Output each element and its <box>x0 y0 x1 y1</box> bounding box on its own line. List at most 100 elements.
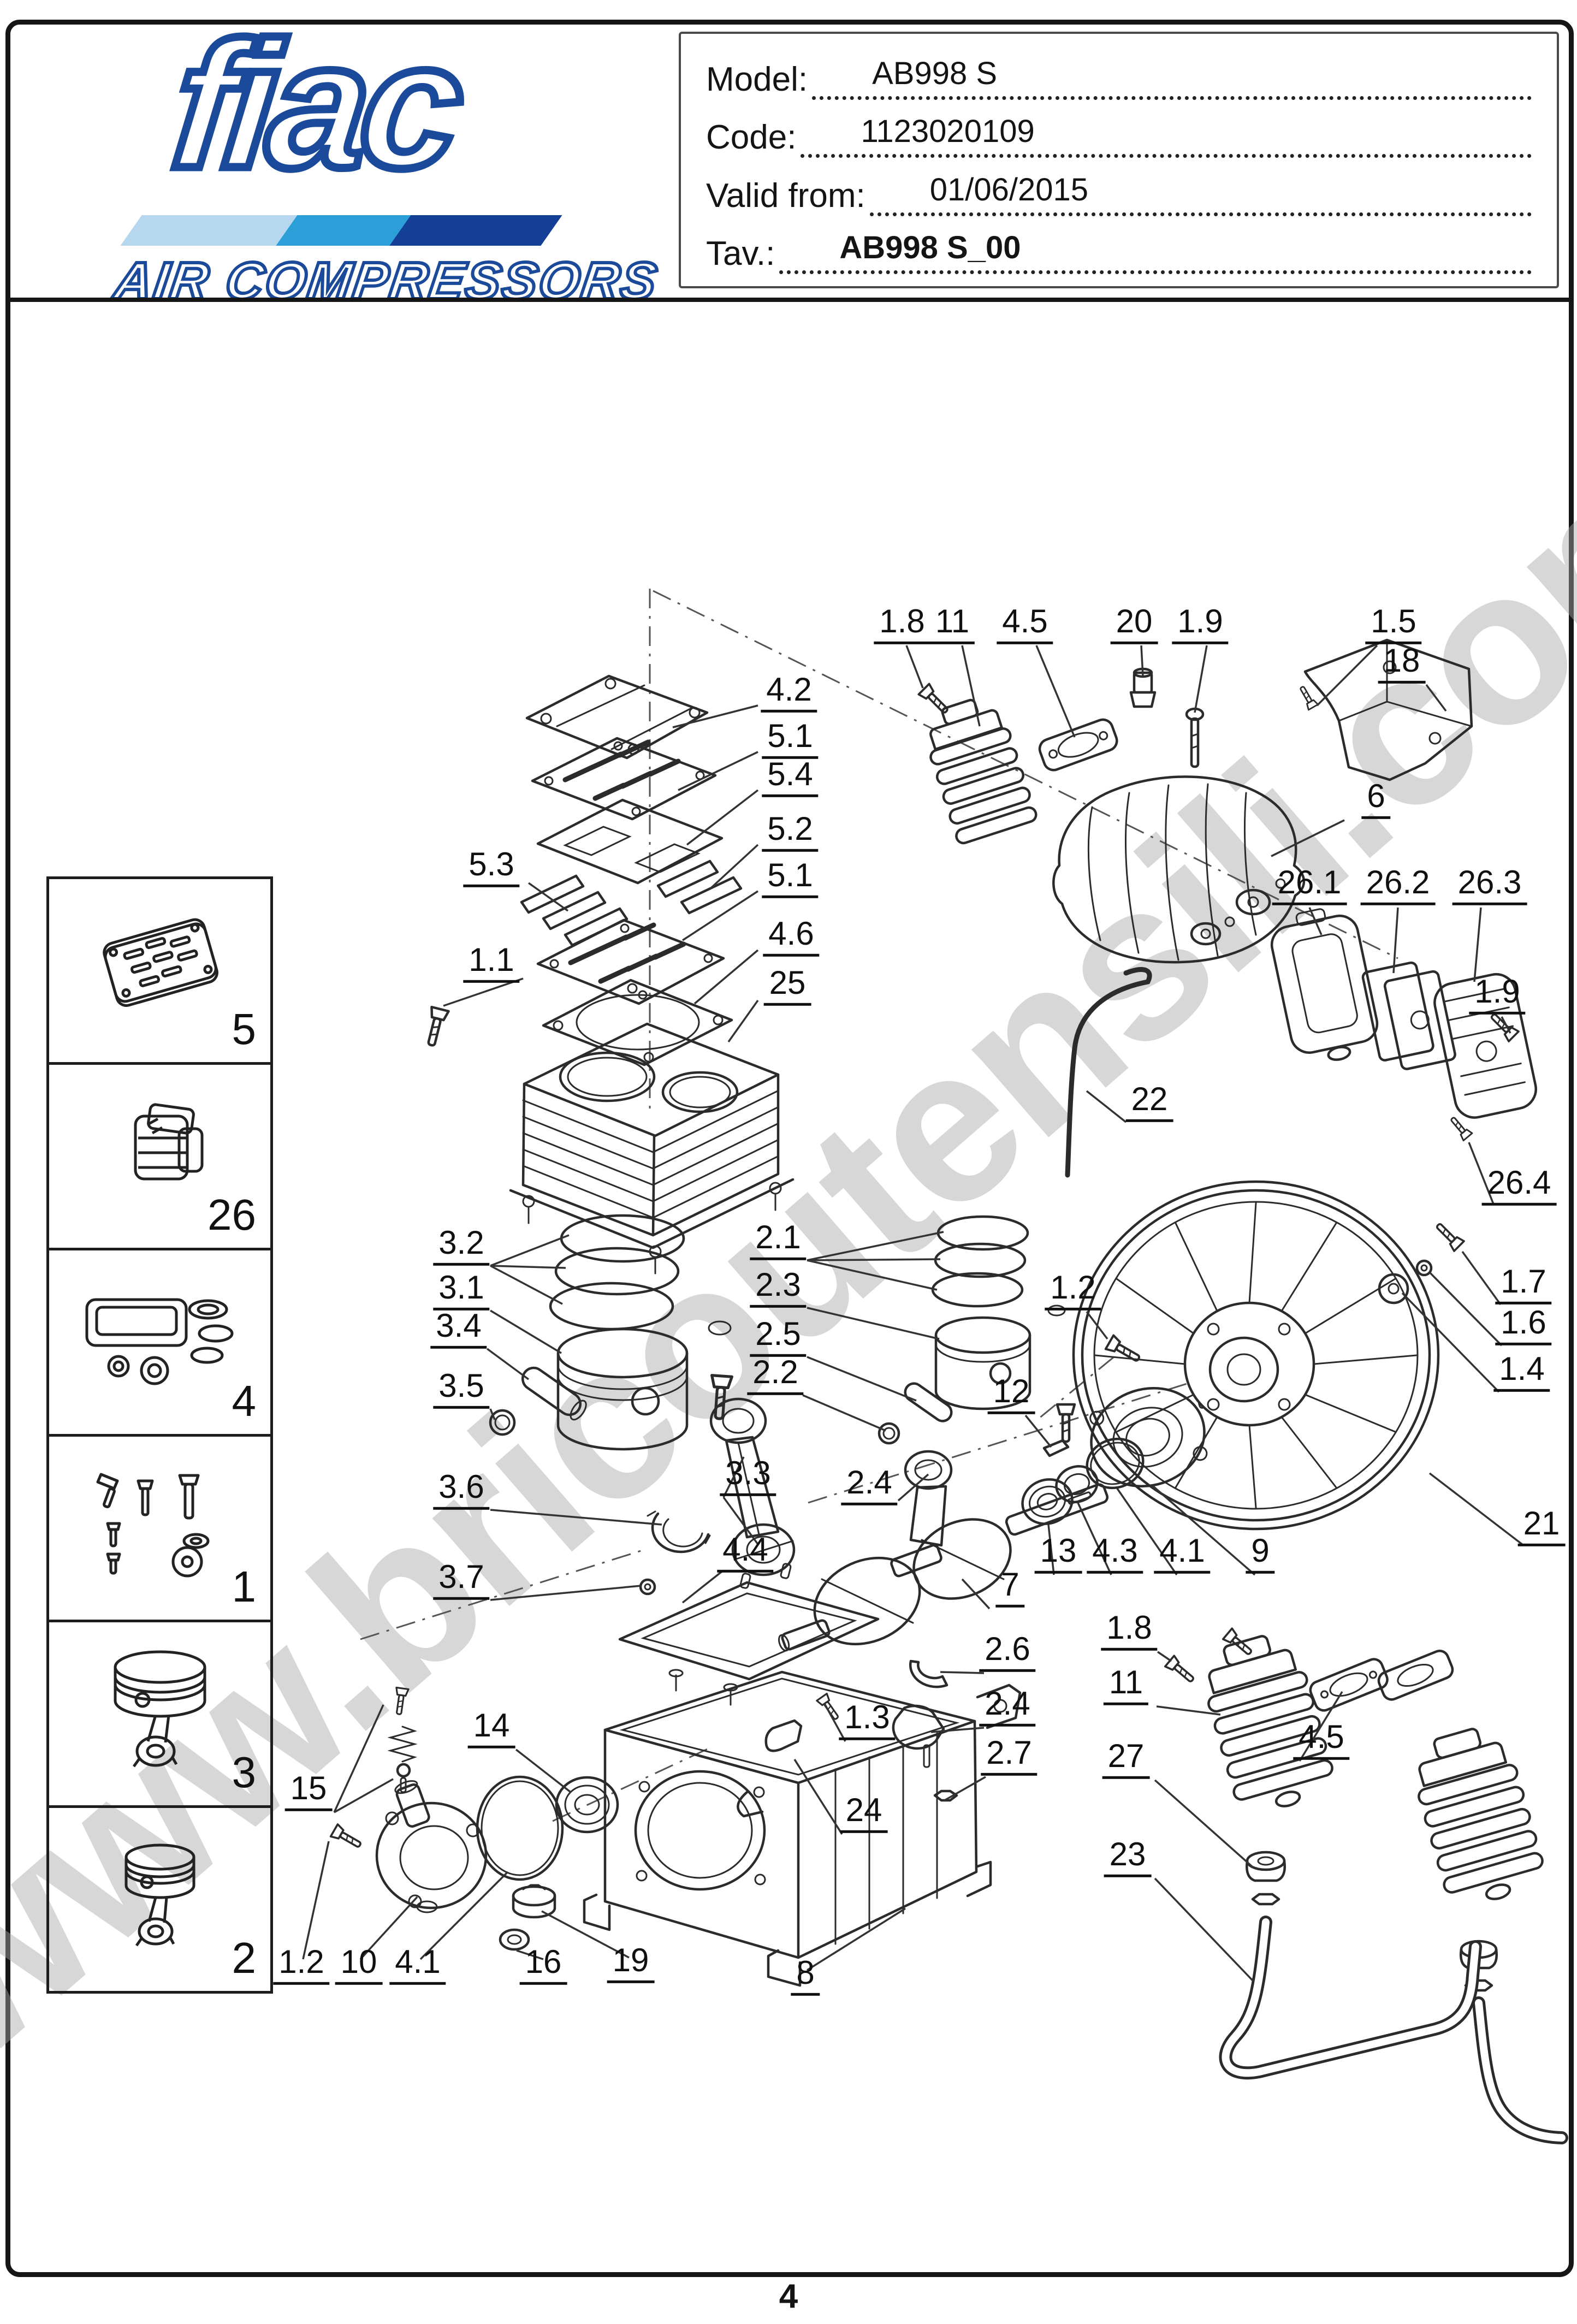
tav-dotted-line: AB998 S_00 <box>779 220 1532 275</box>
callout-label: 1.6 <box>1495 1306 1552 1345</box>
callout-label: 1.2 <box>1045 1271 1101 1311</box>
callout-label: 1.9 <box>1469 975 1526 1015</box>
callout-label: 5.1 <box>762 719 819 759</box>
part-rod-2-4 <box>904 1450 953 1547</box>
axis-lines <box>360 589 1398 1822</box>
part-breather-pipe-22 <box>1065 967 1152 1178</box>
part-oring-4-1b <box>476 1775 564 1881</box>
callout-label: 14 <box>467 1709 515 1748</box>
callout-label: 9 <box>1246 1534 1275 1574</box>
callout-label: 5.3 <box>463 847 520 887</box>
part-seal-14 <box>555 1776 619 1834</box>
sidebar-box-gasket-kit: 4 <box>46 1250 273 1437</box>
part-cylinder-25 <box>509 1022 795 1274</box>
part-rod-cap-2-4b <box>892 1704 945 1768</box>
callout-label: 11 <box>1103 1665 1149 1705</box>
sidebar-box-screw-kit: 1 <box>46 1436 273 1622</box>
part-connecting-rod-3-3 <box>709 1397 796 1589</box>
screw-kit-icon <box>96 1473 209 1578</box>
callout-label: 3.7 <box>433 1560 490 1600</box>
part-piston-rings-2-1 <box>931 1215 1066 1317</box>
callout-label: 1.8 <box>1101 1611 1158 1651</box>
callout-label: 10 <box>335 1945 383 1985</box>
part-crankcase-gasket-4-4 <box>618 1581 880 1681</box>
part-bearing-cover-10 <box>375 1780 488 1913</box>
callout-label: 4.4 <box>717 1533 774 1573</box>
kit-sidebar: 5 26 <box>46 876 273 1994</box>
part-wrist-pin-3-4 <box>521 1366 587 1421</box>
part-key-12 <box>1042 1439 1070 1457</box>
callout-label: 24 <box>840 1793 888 1833</box>
part-gasket-4-5b <box>1309 1658 1389 1712</box>
page-number: 4 <box>779 2278 798 2315</box>
info-row-code: Code: 1123020109 <box>706 104 1532 158</box>
callout-label: 8 <box>791 1956 820 1996</box>
part-gasket-4-5a <box>1038 718 1118 772</box>
part-cylinder-head-6 <box>1052 775 1306 964</box>
callout-label: 6 <box>1361 779 1391 819</box>
sidebar-box-number: 4 <box>232 1376 257 1425</box>
callout-label: 2.5 <box>750 1317 807 1357</box>
callout-label: 4.1 <box>1154 1534 1211 1574</box>
callout-label: 13 <box>1034 1534 1082 1574</box>
callout-label: 26.1 <box>1272 865 1347 905</box>
callout-label: 4.6 <box>763 917 820 957</box>
part-circlip-3-5 <box>489 1409 516 1436</box>
part-shell-2-6 <box>909 1659 948 1688</box>
part-flywheel-21 <box>1072 1180 1440 1531</box>
callout-label: 27 <box>1102 1739 1150 1779</box>
part-filter-11a <box>929 698 1038 845</box>
sidebar-box-valve-plate-kit: 5 <box>46 876 273 1065</box>
part-rod-cap-3-6 <box>647 1510 711 1554</box>
sidebar-box-number: 3 <box>232 1747 257 1797</box>
header-divider <box>7 298 1569 302</box>
callout-label: 3.2 <box>433 1226 490 1266</box>
callout-label: 1.2 <box>273 1945 330 1985</box>
large-piston-kit-icon <box>114 1650 206 1768</box>
info-row-tav: Tav.: AB998 S_00 <box>706 220 1532 275</box>
filter-kit-icon <box>134 1103 203 1181</box>
code-label: Code: <box>706 118 797 157</box>
part-plate-5-4 <box>536 798 724 885</box>
callout-label: 26.4 <box>1481 1166 1557 1206</box>
callout-label: 4.5 <box>1293 1720 1350 1760</box>
part-piston-3-1 <box>556 1327 689 1451</box>
callout-label: 4.1 <box>389 1945 446 1985</box>
small-piston-kit-icon <box>124 1843 195 1947</box>
part-pipe-23 <box>1219 1916 1568 2144</box>
callout-label: 19 <box>607 1943 655 1983</box>
callout-label: 4.2 <box>761 673 817 713</box>
callout-label: 7 <box>995 1568 1025 1608</box>
callout-label: 23 <box>1104 1837 1152 1877</box>
callout-label: 21 <box>1517 1507 1566 1546</box>
callout-label: 12 <box>987 1374 1035 1414</box>
callout-label: 3.1 <box>433 1271 490 1311</box>
callout-label: 26.2 <box>1360 865 1436 905</box>
callout-label: 26.3 <box>1452 865 1527 905</box>
drawing-info-box: Model: AB998 S Code: 1123020109 Valid fr… <box>679 32 1559 288</box>
valid-from-value: 01/06/2015 <box>929 171 1089 208</box>
code-value: 1123020109 <box>861 114 1035 150</box>
sidebar-box-number: 1 <box>232 1562 257 1611</box>
callout-label: 15 <box>284 1771 333 1811</box>
model-label: Model: <box>706 60 808 98</box>
part-wrist-pin-2-5 <box>904 1382 953 1422</box>
part-valve-plate-5-1b <box>536 918 725 1005</box>
page-border <box>5 20 1574 2277</box>
callout-label: 16 <box>519 1945 567 1985</box>
callout-label: 2.3 <box>750 1268 807 1308</box>
model-dotted-line: AB998 S <box>812 46 1532 100</box>
callout-label: 5.1 <box>762 858 819 898</box>
callout-label: 3.5 <box>433 1369 490 1409</box>
part-plug-19 <box>512 1884 556 1919</box>
part-filter-11c <box>1418 1728 1544 1900</box>
part-belt-guard-18 <box>1303 638 1473 781</box>
sidebar-box-number: 5 <box>232 1005 257 1054</box>
code-dotted-line: 1123020109 <box>801 104 1532 158</box>
part-circlip-2-2 <box>878 1422 900 1445</box>
callout-label: 1.8 <box>874 604 930 644</box>
info-row-valid-from: Valid from: 01/06/2015 <box>706 162 1532 216</box>
part-washer-1-6 <box>1415 1259 1433 1277</box>
callout-label: 5.4 <box>762 757 819 797</box>
